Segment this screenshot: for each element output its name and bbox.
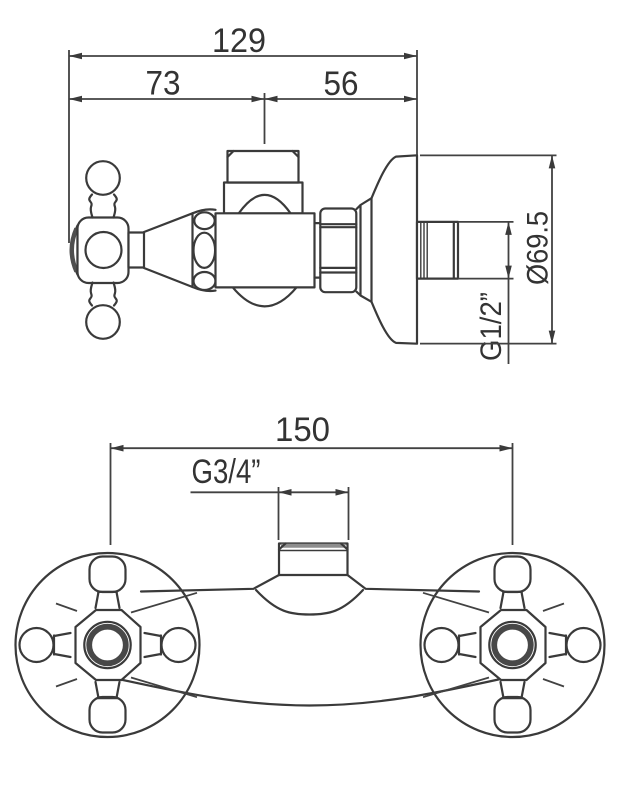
svg-text:Ø69.5: Ø69.5 bbox=[522, 211, 555, 285]
svg-text:129: 129 bbox=[212, 22, 266, 60]
svg-text:G1/2”: G1/2” bbox=[475, 292, 508, 361]
svg-text:73: 73 bbox=[146, 65, 181, 103]
svg-text:56: 56 bbox=[324, 65, 359, 103]
svg-text:G3/4”: G3/4” bbox=[192, 453, 261, 491]
svg-text:150: 150 bbox=[275, 411, 330, 449]
